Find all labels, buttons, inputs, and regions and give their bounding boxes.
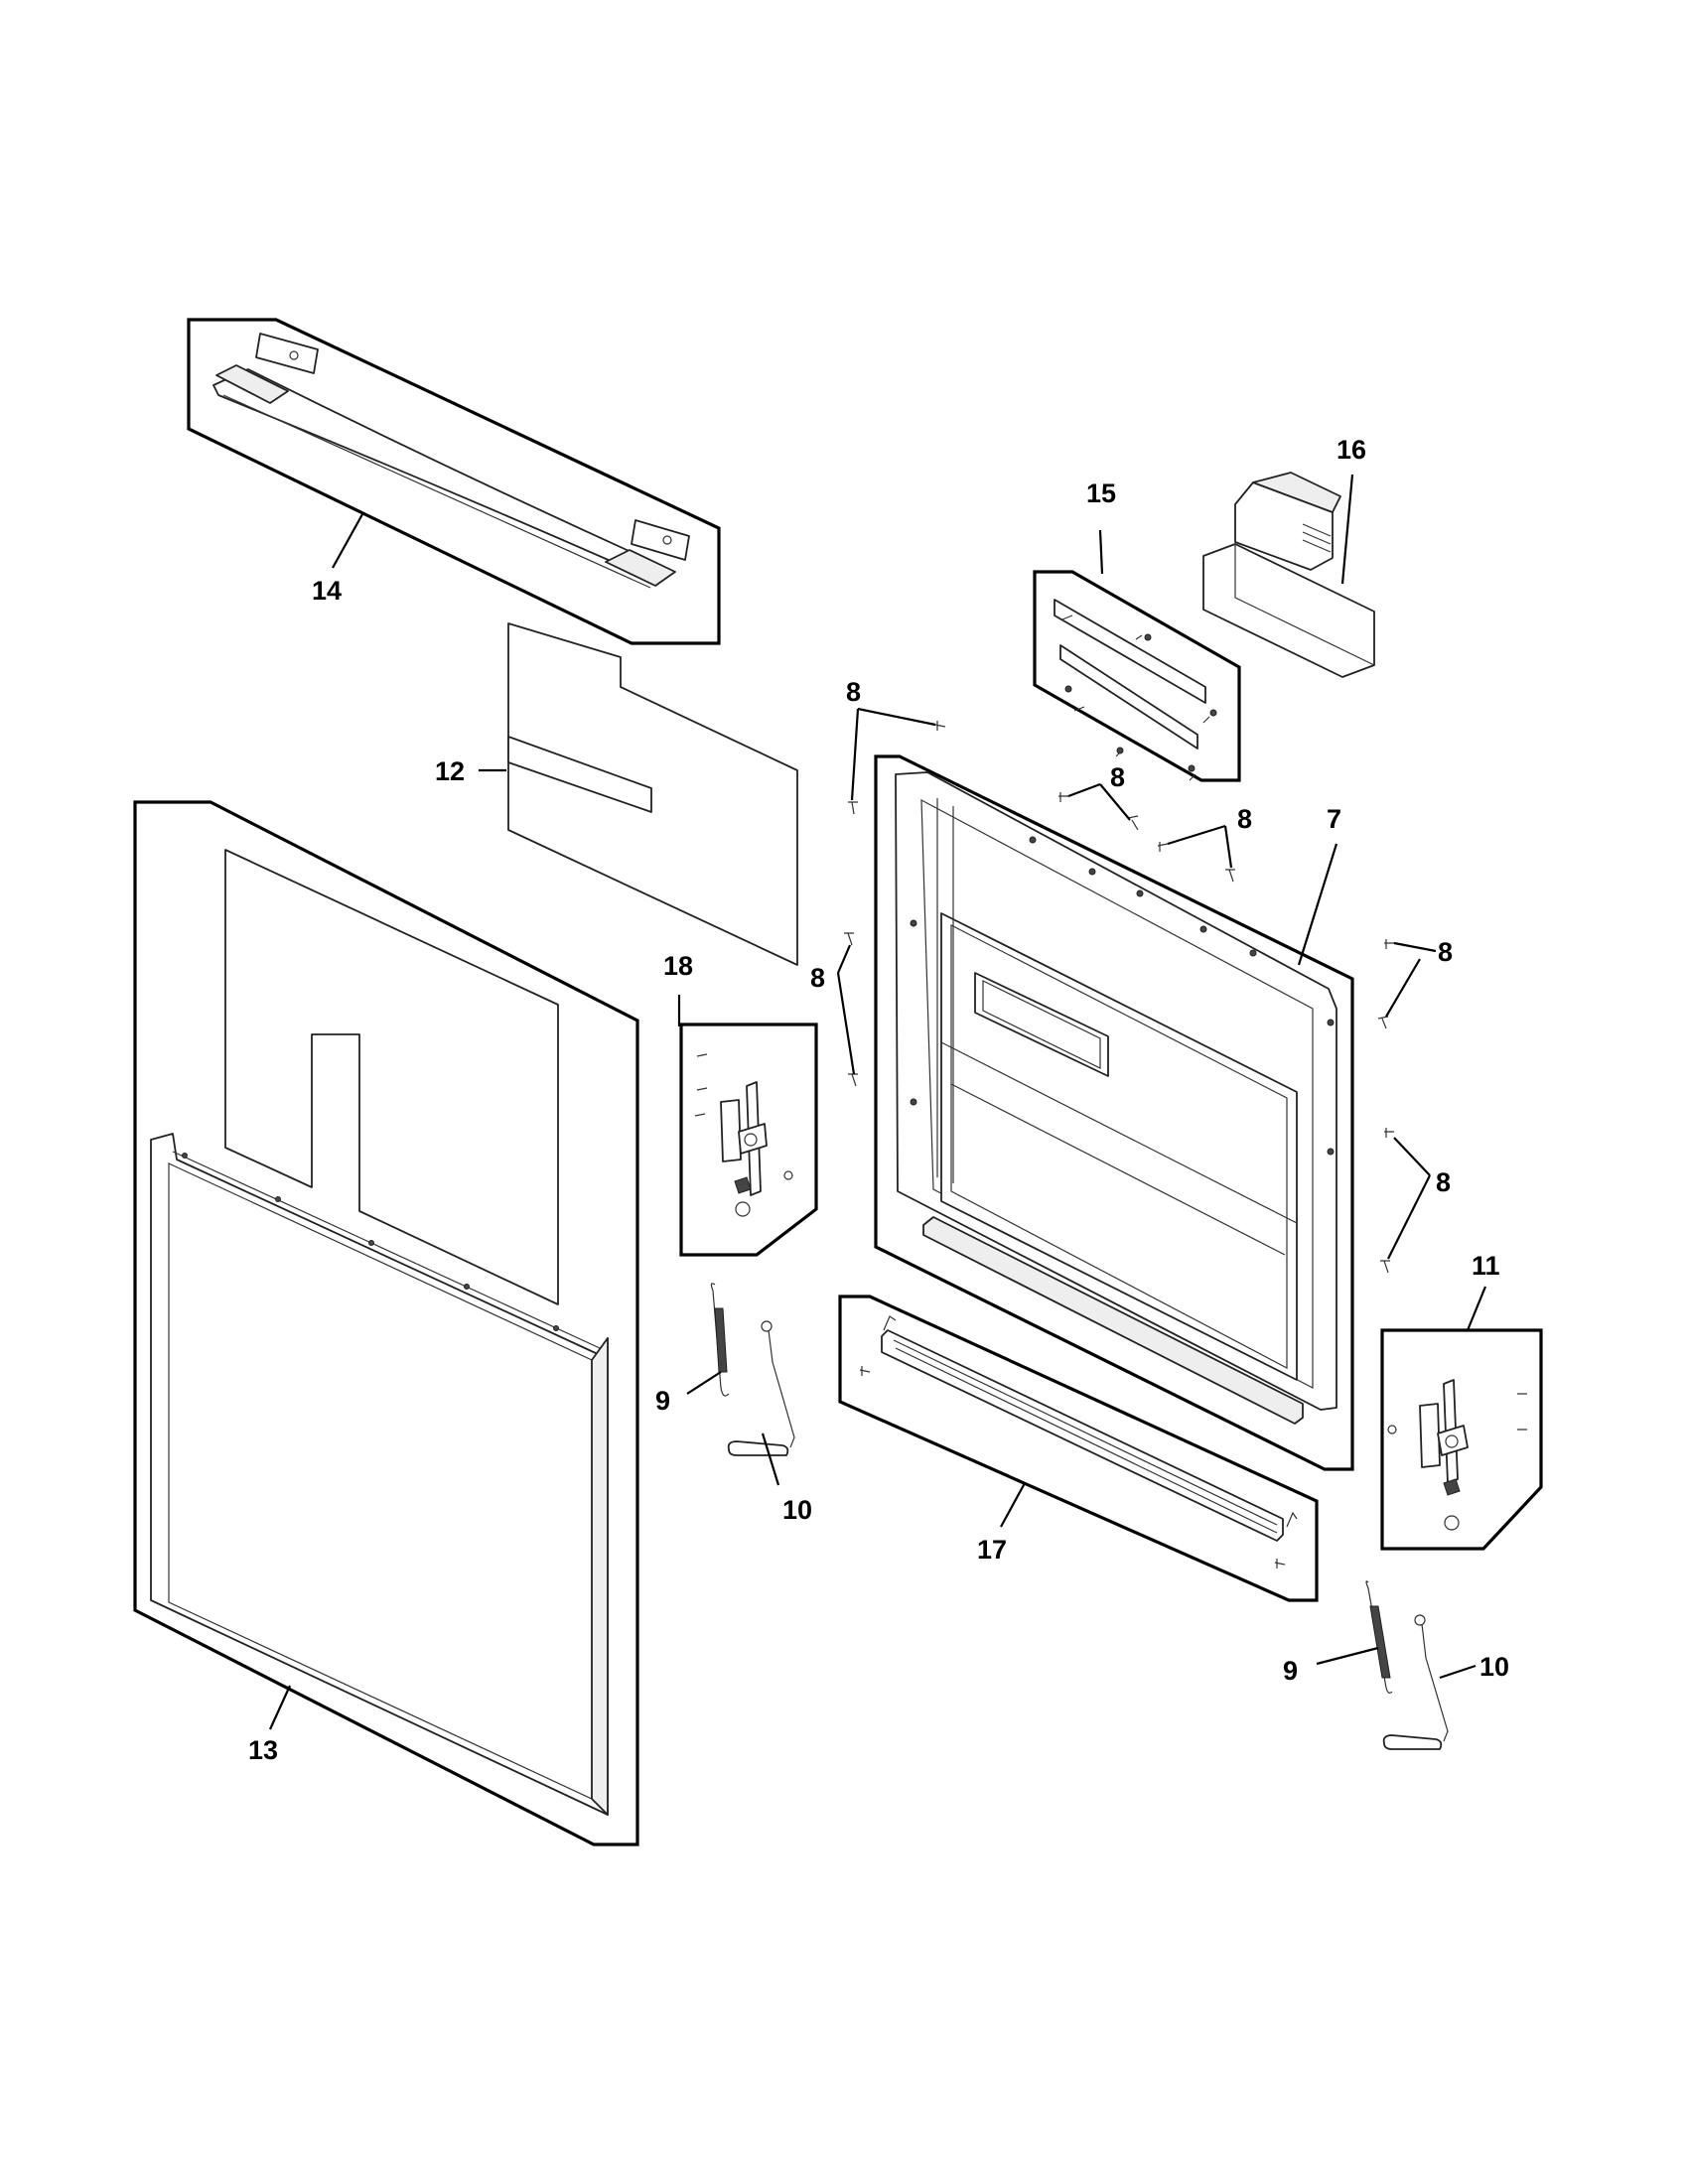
callout-10-left: 10 <box>782 1495 812 1525</box>
leader-10-right <box>1439 1664 1477 1680</box>
part-7-inner-door-group: 7 <box>874 754 1354 1471</box>
leader-9-left <box>686 1371 722 1395</box>
callout-15: 15 <box>1086 478 1116 508</box>
callout-8c: 8 <box>1237 804 1252 834</box>
screw-8e-1 <box>1384 939 1394 949</box>
part-18-left-hinge-group: 18 <box>663 951 818 1257</box>
callout-8b: 8 <box>1110 762 1125 792</box>
left-hinge-roller <box>734 1176 752 1194</box>
part-9-left-spring-group: 9 <box>655 1283 730 1416</box>
handle-mount-pad-right <box>631 519 690 561</box>
callout-13: 13 <box>248 1735 278 1765</box>
handle-end-left <box>215 364 289 404</box>
door-trim-right <box>591 1337 609 1816</box>
bottom-trim-screw-right <box>1274 1559 1286 1569</box>
left-cable-loop <box>727 1440 789 1456</box>
leader-8e-2 <box>1385 958 1421 1018</box>
callout-7: 7 <box>1327 804 1341 834</box>
screw-8a-1 <box>934 721 946 731</box>
screw-8d-1 <box>844 932 854 946</box>
callout-9-left: 9 <box>655 1386 670 1416</box>
leader-8a-1 <box>857 707 936 727</box>
screw-8c-2 <box>1225 869 1235 883</box>
callout-8f: 8 <box>1436 1167 1451 1197</box>
leader-14 <box>332 513 363 569</box>
leader-8a-2 <box>850 708 860 801</box>
part-16-control-module-group: 16 <box>1202 435 1375 678</box>
callout-16: 16 <box>1336 435 1366 465</box>
leader-8f-1 <box>1393 1137 1431 1176</box>
bracket-lower <box>1059 644 1198 750</box>
inner-door-bottom-rail <box>922 1216 1304 1425</box>
screw-8a-2 <box>848 801 858 815</box>
handle-mount-pad-left <box>255 333 319 374</box>
part-14-handle-group: 14 <box>187 318 721 645</box>
inner-door-vent-panel <box>974 972 1109 1077</box>
bracket-upper <box>1054 599 1206 704</box>
screw-8f-2 <box>1380 1260 1390 1274</box>
screw-8d-2 <box>848 1073 858 1087</box>
leader-8c-2 <box>1223 825 1233 869</box>
leader-8f-2 <box>1387 1174 1431 1260</box>
leader-8b-2 <box>1099 783 1131 821</box>
part-11-right-hinge-group: 11 <box>1380 1251 1543 1551</box>
screw-8e-2 <box>1377 1016 1389 1029</box>
screw-8b-1 <box>1058 792 1068 802</box>
callout-8d: 8 <box>810 963 825 993</box>
callout-10-right: 10 <box>1479 1652 1509 1682</box>
leader-11 <box>1466 1286 1487 1331</box>
insulation-sheet-upper <box>507 622 798 966</box>
leader-10-left <box>761 1433 780 1486</box>
screw-8c-1 <box>1157 842 1169 852</box>
callout-17: 17 <box>977 1535 1007 1565</box>
leader-17 <box>1000 1482 1026 1528</box>
leader-8d-2 <box>836 972 856 1075</box>
right-cable-loop <box>1382 1734 1443 1750</box>
callout-8e: 8 <box>1438 937 1453 967</box>
callout-8a: 8 <box>846 677 861 707</box>
part-12-insulation-group: 12 <box>435 622 798 966</box>
leader-13 <box>268 1685 292 1730</box>
left-spring-coil <box>714 1307 728 1373</box>
callout-9-right: 9 <box>1283 1656 1298 1686</box>
leader-7 <box>1297 843 1338 966</box>
leader-16 <box>1340 474 1354 585</box>
callout-12: 12 <box>435 756 465 786</box>
callout-14: 14 <box>312 576 342 606</box>
handle-end-right <box>605 549 676 587</box>
leader-8e-1 <box>1393 941 1437 953</box>
leader-8d-1 <box>836 944 852 974</box>
part-8-screws-group: 8 8 8 8 8 8 <box>810 677 1453 1274</box>
part-10-left-cable-group: 10 <box>727 1320 812 1525</box>
leader-15 <box>1098 529 1104 575</box>
screw-8b-2 <box>1127 815 1139 831</box>
control-module-body <box>1202 543 1375 678</box>
right-spring-coil <box>1369 1605 1391 1679</box>
screw-8f-1 <box>1384 1128 1394 1138</box>
leader-9-right <box>1316 1646 1379 1666</box>
inner-insulation-panel <box>224 849 559 1305</box>
part-15-bracket-group: 15 <box>1033 478 1241 782</box>
bottom-trim-screw-left <box>859 1366 871 1376</box>
part-17-bottom-trim-group: 17 <box>838 1295 1319 1602</box>
leader-8b-1 <box>1067 782 1101 798</box>
part-13-outer-door-group: 13 <box>133 800 639 1846</box>
insulation-sheet-lower <box>507 736 652 813</box>
right-hinge-roller <box>1443 1478 1461 1496</box>
part-10-right-cable-group: 10 <box>1382 1614 1509 1750</box>
callout-11: 11 <box>1472 1251 1500 1281</box>
part-9-right-spring-group: 9 <box>1283 1580 1393 1694</box>
leader-8c-1 <box>1167 824 1226 846</box>
callout-18: 18 <box>663 951 693 981</box>
